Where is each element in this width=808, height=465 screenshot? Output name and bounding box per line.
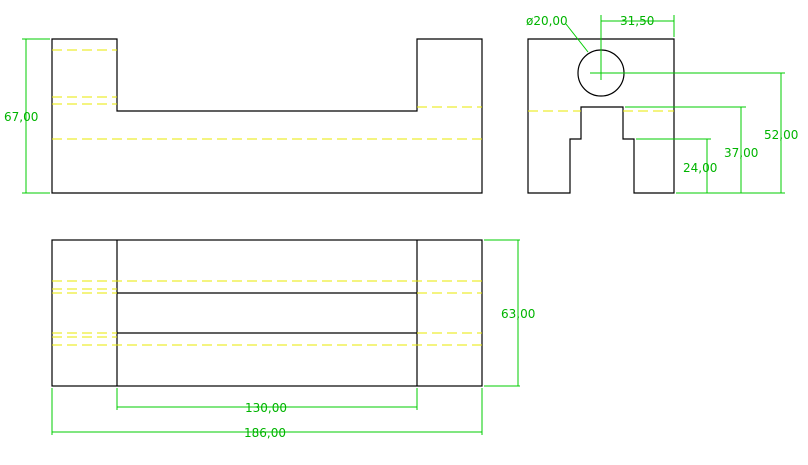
side-view: ø20,00 31,50 52,00 37,00 24,00: [526, 14, 798, 194]
hole-offset-dimension: 31,50: [590, 14, 675, 80]
top-view-hidden-lines: [52, 280, 482, 346]
front-view-hidden-lines: [52, 49, 482, 140]
overall-length-label: 186,00: [244, 426, 286, 440]
top-view: 63,00 130,00 186,00: [51, 239, 535, 440]
slot-length-dimension: 130,00: [116, 388, 418, 415]
top-depth-label: 63,00: [501, 307, 535, 321]
slot-step-dimension: 24,00: [636, 138, 717, 193]
side-view-outline: [527, 38, 675, 194]
side-height-label: 52,00: [764, 128, 798, 142]
slot-top-label: 37,00: [724, 146, 758, 160]
hole-diameter-dimension: ø20,00: [526, 14, 589, 53]
slot-step-label: 24,00: [683, 161, 717, 175]
hole-offset-label: 31,50: [620, 14, 654, 28]
top-depth-dimension: 63,00: [484, 239, 535, 387]
slot-top-dimension: 37,00: [625, 106, 758, 193]
overall-length-dimension: 186,00: [51, 388, 483, 440]
front-height-label: 67,00: [4, 110, 38, 124]
front-view: 67,00: [4, 38, 483, 194]
hole-diameter-label: ø20,00: [526, 14, 568, 28]
slot-length-label: 130,00: [245, 401, 287, 415]
side-height-dimension: 52,00: [610, 72, 798, 193]
front-height-dimension: 67,00: [4, 38, 50, 194]
top-view-outline: [51, 239, 483, 387]
front-view-outline: [51, 38, 483, 194]
